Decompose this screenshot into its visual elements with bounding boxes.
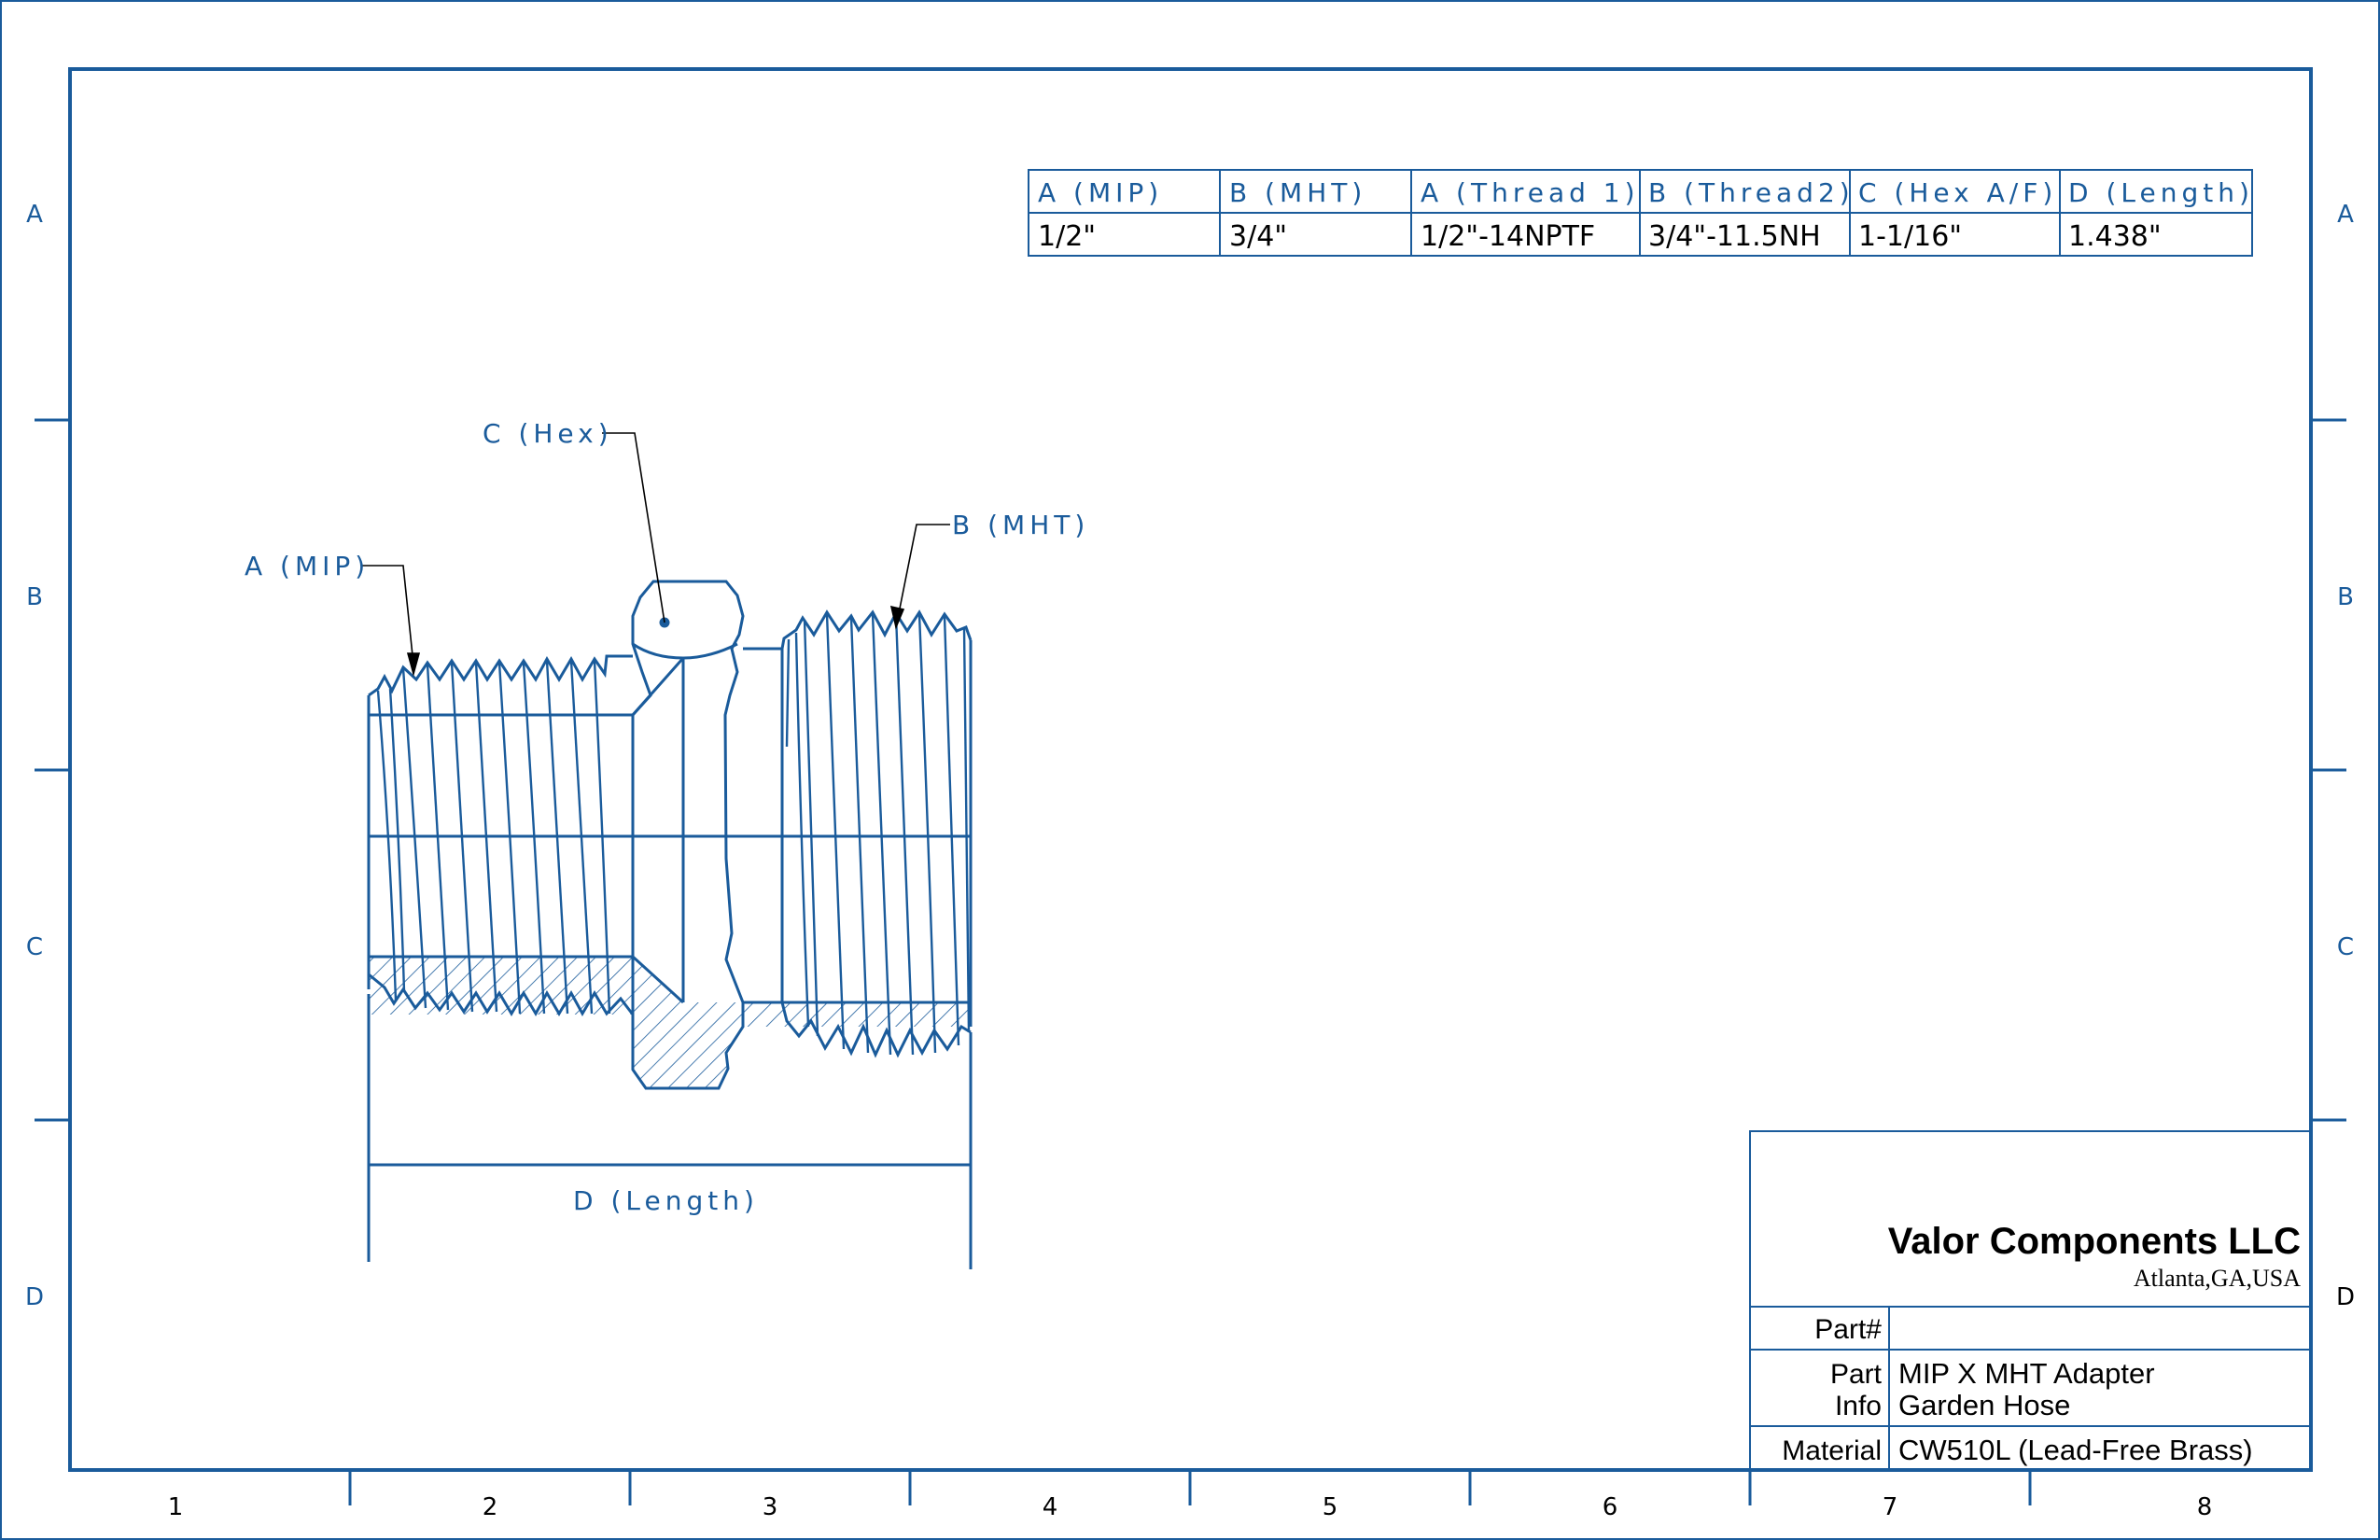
company-location: Atlanta,GA,USA xyxy=(2134,1265,2301,1292)
zone-col-2: 2 xyxy=(483,1493,498,1521)
zone-row-left-c: C xyxy=(26,933,43,961)
zone-row-left-b: B xyxy=(26,583,43,611)
callout-length-label: D (Length) xyxy=(573,1185,759,1216)
part-info-line-1: MIP X MHT Adapter xyxy=(1898,1357,2155,1390)
callout-mht-label: B (MHT) xyxy=(952,510,1089,540)
spec-header-c-hex: C (Hex A/F) xyxy=(1858,177,2057,208)
zone-row-left-a: A xyxy=(26,201,43,229)
part-info-label-1: Part xyxy=(1830,1359,1883,1390)
spec-value-c-hex: 1-1/16" xyxy=(1858,220,1962,253)
spec-header-a-thread: A (Thread 1) xyxy=(1421,177,1640,208)
zone-row-right-c: C xyxy=(2337,933,2354,961)
mip-section-hatch xyxy=(369,957,633,1015)
zone-col-7: 7 xyxy=(1883,1493,1898,1521)
callout-hex-label: C (Hex) xyxy=(483,418,613,449)
callout-leaders xyxy=(362,432,950,678)
zone-col-1: 1 xyxy=(168,1493,184,1521)
zone-row-right-d: D xyxy=(2336,1283,2355,1311)
company-name: Valor Components LLC xyxy=(1888,1221,2301,1262)
material-label: Material xyxy=(1782,1435,1882,1466)
spec-header-a-mip: A (MIP) xyxy=(1038,177,1163,208)
spec-header-b-mht: B (MHT) xyxy=(1229,177,1366,208)
spec-header-d-length: D (Length) xyxy=(2068,177,2254,208)
spec-table: A (MIP) B (MHT) A (Thread 1) B (Thread2)… xyxy=(1028,169,2254,257)
zone-row-right-a: A xyxy=(2337,201,2354,229)
mht-thread-crest-top xyxy=(743,609,973,651)
spec-value-a-thread: 1/2"-14NPTF xyxy=(1421,220,1595,253)
part-info-line-2: Garden Hose xyxy=(1898,1389,2070,1421)
mht-thread-crest-bottom xyxy=(780,1001,972,1058)
zone-col-3: 3 xyxy=(763,1493,778,1521)
zone-col-8: 8 xyxy=(2197,1493,2213,1521)
zone-row-left-d: D xyxy=(25,1283,44,1311)
part-info-label-2: Info xyxy=(1835,1391,1882,1421)
zone-ticks xyxy=(35,418,2346,1505)
spec-value-d-length: 1.438" xyxy=(2068,220,2162,253)
adapter-drawing xyxy=(367,580,973,1090)
title-block: Valor Components LLC Atlanta,GA,USA Part… xyxy=(1749,1130,2312,1471)
mht-section-hatch xyxy=(743,1002,971,1027)
mht-thread-lines xyxy=(785,613,971,1056)
spec-value-b-mht: 3/4" xyxy=(1229,220,1287,253)
zone-col-6: 6 xyxy=(1603,1493,1618,1521)
spec-header-b-thread: B (Thread2) xyxy=(1648,177,1855,208)
material-value: CW510L (Lead-Free Brass) xyxy=(1898,1434,2253,1466)
mip-thread-crest-top xyxy=(368,654,633,697)
callout-mip-label: A (MIP) xyxy=(245,551,370,581)
mip-thread-lines xyxy=(376,660,611,1015)
zone-col-4: 4 xyxy=(1043,1493,1058,1521)
zone-row-right-b: B xyxy=(2337,583,2354,611)
spec-value-b-thread: 3/4"-11.5NH xyxy=(1648,220,1821,253)
zone-labels: A B C D A B C D 1 2 3 4 5 6 7 8 xyxy=(25,201,2355,1521)
hex-section-hatch xyxy=(633,957,743,1088)
part-number-label: Part# xyxy=(1814,1314,1882,1345)
length-dimension xyxy=(367,994,973,1269)
spec-value-a-mip: 1/2" xyxy=(1038,220,1096,253)
mip-thread-crest-bottom xyxy=(368,973,635,1017)
hex-outline xyxy=(631,580,745,1090)
zone-col-5: 5 xyxy=(1323,1493,1338,1521)
